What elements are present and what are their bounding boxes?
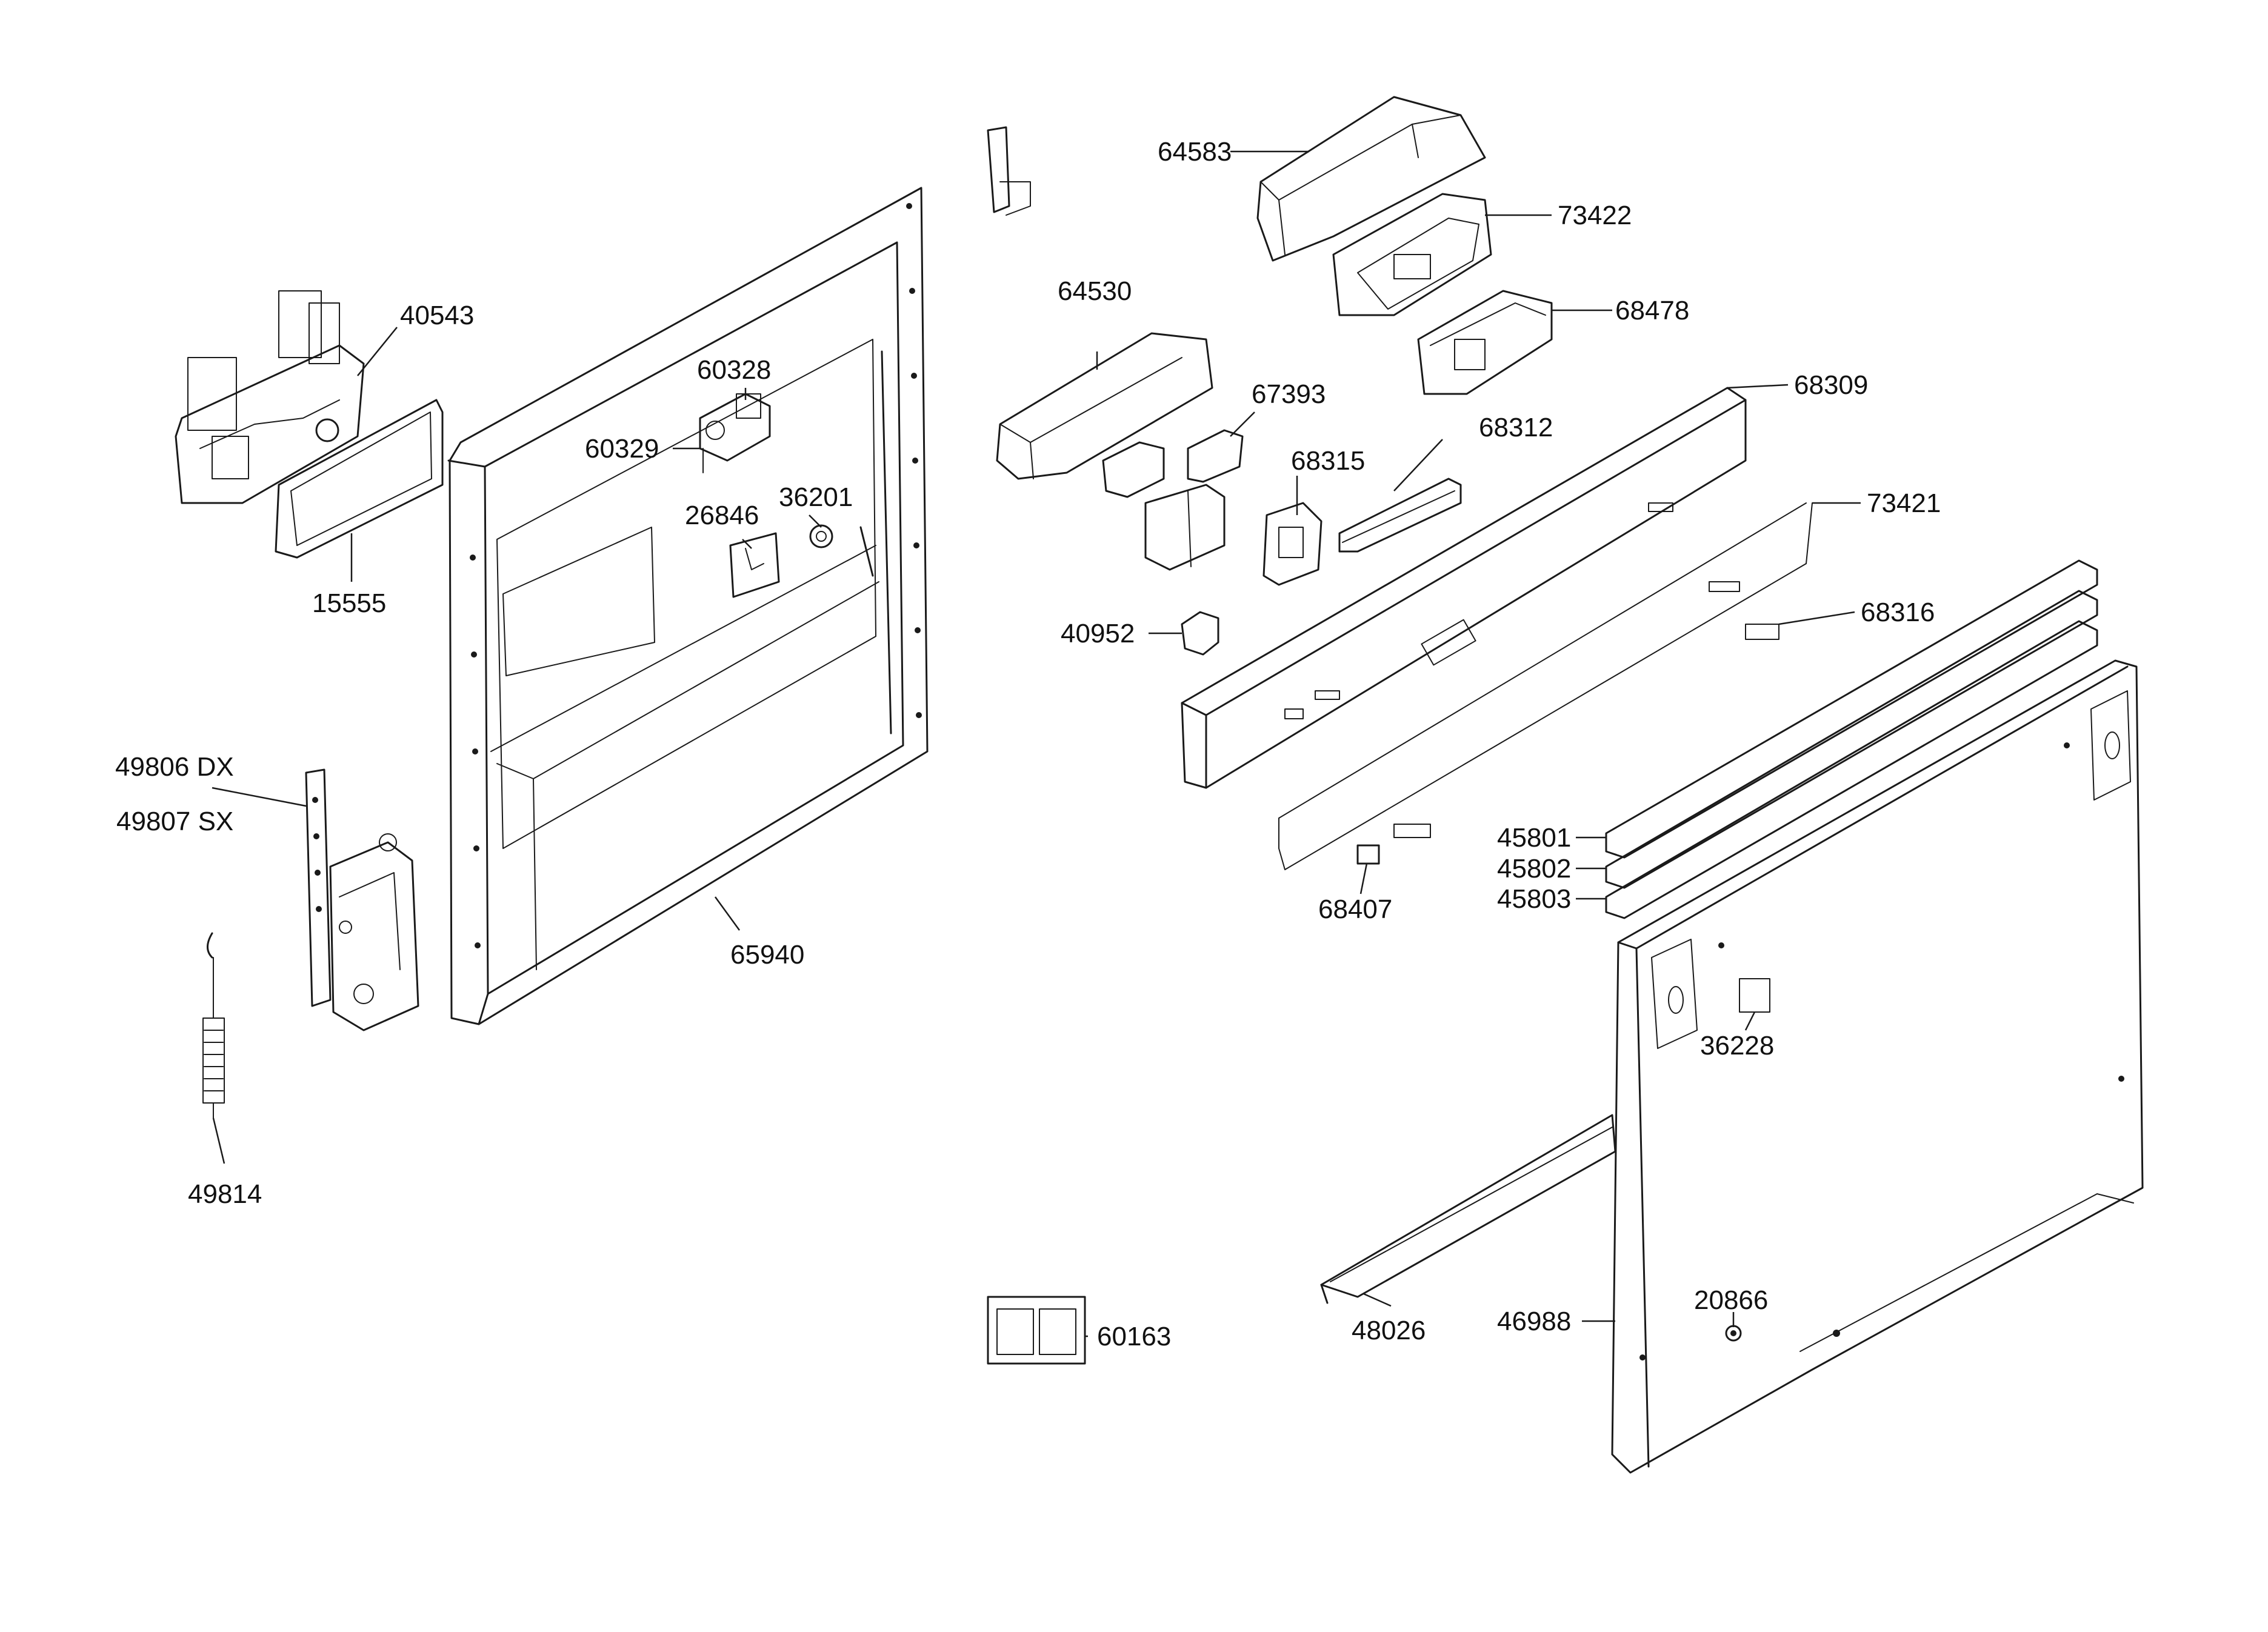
hinge-49806-49807 [305,768,419,1031]
knob-36201 [809,524,874,577]
dispenser-40543 [175,290,365,504]
label-64530: 64530 [1058,276,1132,306]
label-48026: 48026 [1352,1316,1426,1345]
block-68315 [1262,502,1322,586]
bar-68312 [1338,478,1462,553]
strip-45801 [1605,559,2098,859]
label-40952: 40952 [1061,619,1135,648]
label-45802: 45802 [1497,854,1571,884]
gasket-15555 [275,399,444,559]
label-45801: 45801 [1497,823,1571,853]
strip-45803 [1605,620,2098,919]
label-20866: 20866 [1694,1285,1768,1315]
label-68309: 68309 [1794,370,1868,400]
cover-64530 [996,332,1213,480]
label-40543: 40543 [400,301,474,330]
label-68312: 68312 [1479,413,1553,442]
label-73422: 73422 [1558,201,1632,230]
switch-67393 [1102,429,1244,571]
label-49807: 49807 SX [116,807,233,836]
label-46988: 46988 [1497,1307,1571,1336]
outer-door-panel-46988 [1611,659,2144,1474]
label-60329: 60329 [585,434,659,464]
part-40952 [1181,611,1219,656]
strip-45802 [1605,590,2098,889]
overlay-73421 [1278,502,1813,870]
label-68407: 68407 [1318,894,1392,924]
part-68316 [1745,624,1779,640]
label-68316: 68316 [1861,598,1935,627]
module-68478 [1417,290,1553,395]
part-labels: 64583 73422 68478 64530 68309 67393 6831… [115,137,1941,1351]
label-36201: 36201 [779,482,853,512]
control-panel-68309 [1181,387,1747,789]
knob-20866 [1725,1325,1742,1342]
label-60163: 60163 [1097,1322,1171,1351]
leader-lines [212,150,1861,1337]
label-49806: 49806 DX [115,752,234,782]
clip-part [987,126,1031,216]
label-67393: 67393 [1252,379,1326,409]
door-lock-60328 [699,393,771,473]
module-73422 [1332,193,1492,316]
cover-64583 [1256,96,1486,262]
label-15555: 15555 [312,588,386,618]
label-68478: 68478 [1615,296,1689,325]
label-26846: 26846 [685,501,759,530]
label-65940: 65940 [730,940,804,970]
label-64583: 64583 [1158,137,1232,167]
label-45803: 45803 [1497,884,1571,914]
label-36228: 36228 [1700,1031,1774,1061]
inner-door-panel-65940 [447,187,929,1025]
label-68315: 68315 [1291,446,1365,476]
button-68407 [1356,824,1431,865]
rail-48026 [1320,1114,1616,1304]
bracket-26846 [729,532,780,598]
label-73421: 73421 [1867,488,1941,518]
label-60328: 60328 [697,355,771,385]
spring-49814 [202,932,225,1119]
plates-60163 [987,1296,1086,1365]
label-49814: 49814 [188,1179,262,1209]
